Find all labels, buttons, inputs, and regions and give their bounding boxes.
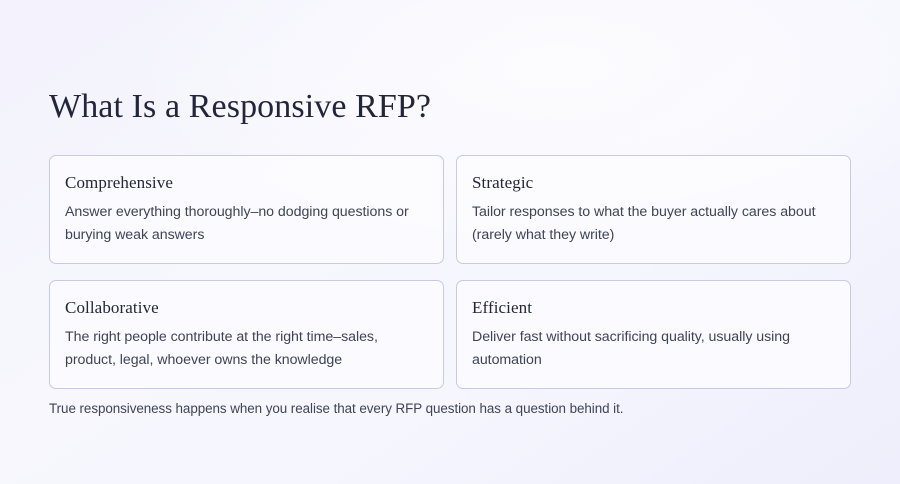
feature-card-title: Strategic bbox=[472, 173, 534, 192]
feature-card-body: Answer everything thoroughly–no dodging … bbox=[65, 204, 409, 243]
page-title: What Is a Responsive RFP? bbox=[49, 88, 432, 125]
feature-card-collaborative: Collaborative The right people contribut… bbox=[49, 280, 444, 390]
feature-card-title: Collaborative bbox=[65, 298, 159, 318]
feature-card-title: Comprehensive bbox=[65, 173, 173, 192]
feature-card-strategic: Strategic Tailor responses to what the b… bbox=[456, 155, 851, 265]
feature-card-comprehensive: Comprehensive Answer everything thorough… bbox=[49, 155, 444, 265]
feature-card-body: The right people contribute at the right… bbox=[65, 329, 378, 368]
feature-card-title: Efficient bbox=[472, 298, 533, 318]
feature-card-grid: Comprehensive Answer everything thorough… bbox=[49, 155, 851, 390]
footnote-text: True responsiveness happens when you rea… bbox=[49, 401, 624, 416]
feature-card-body: Tailor responses to what the buyer actua… bbox=[472, 204, 816, 243]
feature-card-body: Deliver fast without sacrificing quality… bbox=[472, 329, 790, 368]
feature-card-efficient: Efficient Deliver fast without sacrifici… bbox=[456, 280, 851, 390]
